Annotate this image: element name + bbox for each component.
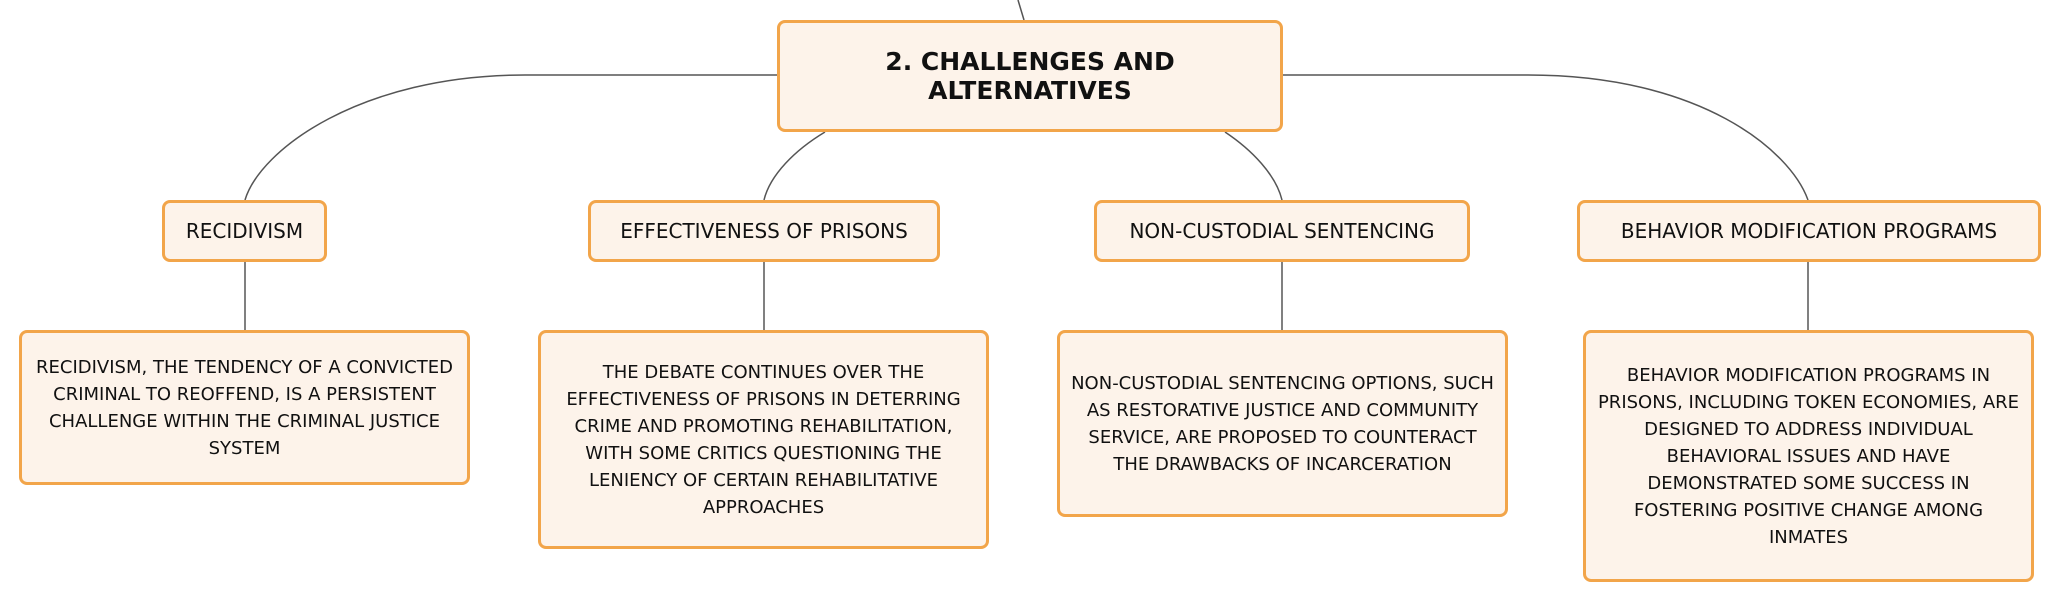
topic-label-non-custodial-sentencing: NON-CUSTODIAL SENTENCING xyxy=(1129,219,1435,243)
connector-root-non-custodial xyxy=(1224,131,1283,201)
detail-text-non-custodial-sentencing: NON-CUSTODIAL SENTENCING OPTIONS, SUCH A… xyxy=(1071,372,1494,475)
topic-label-behavior-modification-programs: BEHAVIOR MODIFICATION PROGRAMS xyxy=(1620,219,1998,243)
detail-text-effectiveness-of-prisons: THE DEBATE CONTINUES OVER THE EFFECTIVEN… xyxy=(566,361,961,518)
topic-node-recidivism[interactable]: RECIDIVISM xyxy=(162,200,327,262)
topic-node-non-custodial-sentencing[interactable]: NON-CUSTODIAL SENTENCING xyxy=(1094,200,1470,262)
topic-label-effectiveness-of-prisons: EFFECTIVENESS OF PRISONS xyxy=(620,219,908,243)
connector-to-parent xyxy=(1017,0,1025,21)
detail-node-effectiveness-of-prisons[interactable]: THE DEBATE CONTINUES OVER THE EFFECTIVEN… xyxy=(538,330,989,549)
topic-label-recidivism: RECIDIVISM xyxy=(185,219,304,243)
connector-root-effectiveness xyxy=(763,131,826,201)
root-node[interactable]: 2. CHALLENGES AND ALTERNATIVES xyxy=(777,20,1283,132)
detail-node-recidivism[interactable]: RECIDIVISM, THE TENDENCY OF A CONVICTED … xyxy=(19,330,470,485)
detail-node-behavior-modification-programs[interactable]: BEHAVIOR MODIFICATION PROGRAMS IN PRISON… xyxy=(1583,330,2034,582)
connector-root-recidivism xyxy=(244,74,777,201)
detail-text-behavior-modification-programs: BEHAVIOR MODIFICATION PROGRAMS IN PRISON… xyxy=(1597,364,2020,548)
detail-node-non-custodial-sentencing[interactable]: NON-CUSTODIAL SENTENCING OPTIONS, SUCH A… xyxy=(1057,330,1508,517)
topic-node-behavior-modification-programs[interactable]: BEHAVIOR MODIFICATION PROGRAMS xyxy=(1577,200,2041,262)
topic-node-effectiveness-of-prisons[interactable]: EFFECTIVENESS OF PRISONS xyxy=(588,200,940,262)
connector-root-behavior xyxy=(1283,74,1809,201)
root-node-label: 2. CHALLENGES AND ALTERNATIVES xyxy=(885,47,1175,105)
detail-text-recidivism: RECIDIVISM, THE TENDENCY OF A CONVICTED … xyxy=(36,356,453,459)
